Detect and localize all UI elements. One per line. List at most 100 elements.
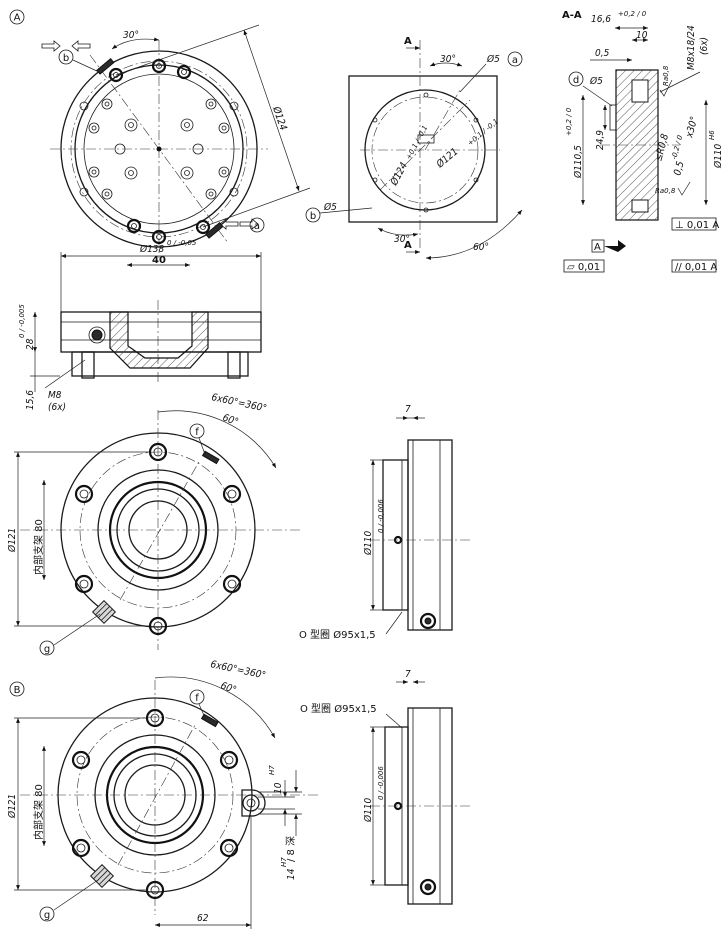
svg-text:f: f: [195, 427, 199, 438]
dim-d124: Ø124: [270, 104, 290, 132]
arrow-right-icon: [41, 40, 61, 52]
svg-text:b: b: [63, 53, 69, 64]
view-a-bottom-side: 7 Ø110 0 / -0,006 O 型圈 Ø95x1,5: [299, 404, 470, 641]
view-section-marker: A A 30° Ø5 a Ø124 +0,1 / -0,1 Ø121 +0,1 …: [305, 36, 523, 260]
section-marker-top: A: [404, 36, 412, 47]
svg-text:60°: 60°: [219, 680, 238, 696]
dim-d16-6: 16,6: [591, 14, 611, 25]
dim-w7-b: 7: [405, 669, 411, 680]
dim-w7-a: 7: [405, 404, 411, 415]
oring-label-a: O 型圈 Ø95x1,5: [299, 628, 376, 641]
callout-f: [189, 423, 205, 439]
dim-d138: Ø138: [139, 243, 165, 255]
svg-text:0 / -0,006: 0 / -0,006: [377, 499, 385, 533]
dim-depth: / 8 深: [285, 836, 297, 862]
svg-text:H7: H7: [280, 857, 288, 867]
svg-text:0 / -0,05: 0 / -0,05: [167, 239, 197, 247]
svg-text:60°: 60°: [221, 412, 240, 428]
dim-angle-60: 60°: [473, 242, 489, 253]
svg-text:▱ 0,01: ▱ 0,01: [567, 262, 600, 273]
dim-w40: 40: [152, 255, 166, 266]
dim-d110-a: Ø110: [362, 530, 374, 556]
variant-a-badge: [9, 9, 25, 25]
view-a-bottom: 6x60°=360° 60° f Ø121 内部支架 80 g: [6, 392, 300, 656]
section-marker-bottom: A: [404, 240, 412, 251]
svg-text:-0,2 / 0: -0,2 / 0: [670, 134, 684, 161]
section-title: A-A: [562, 10, 582, 21]
svg-text:b: b: [310, 211, 316, 222]
view-b-side: 7 Ø110 0 / -0,006 O 型圈 Ø95x1,5: [300, 669, 470, 905]
view-a-top: A: [9, 9, 311, 258]
dim-h28: 28: [25, 338, 36, 350]
svg-text:a: a: [512, 55, 518, 66]
callout-g-b: [39, 906, 55, 922]
dim-d124-tol: Ø124: [388, 160, 411, 188]
inner-holes: [88, 98, 230, 200]
oring-label-b: O 型圈 Ø95x1,5: [300, 702, 377, 715]
dim-support-a: 内部支架 80: [32, 519, 45, 575]
callout-d: [568, 71, 584, 87]
tol-flatness: [563, 259, 605, 273]
dim-h10: 10: [273, 782, 284, 794]
callout-f-b: [189, 689, 205, 705]
dim-d110-b: Ø110: [362, 797, 374, 823]
svg-text:g: g: [44, 910, 50, 921]
svg-text:+0,2 / 0: +0,2 / 0: [618, 10, 647, 18]
callout-a-section: [507, 51, 523, 67]
svg-text:+0,2 / 0: +0,2 / 0: [565, 107, 573, 136]
view-a-side: Ø138 0 / -0,05 40 28 0 / -0,005 15,6 M8 …: [18, 239, 262, 413]
dim-chamfer: 0,5: [672, 160, 686, 177]
dim-d110-h6: Ø110: [712, 143, 724, 169]
tol-perpendicularity: [671, 217, 717, 231]
dim-pattern-a: 6x60°=360°: [210, 392, 267, 414]
section-hatch: [109, 311, 209, 369]
variant-a-label: A: [14, 13, 21, 24]
view-b-front: B 6x60°=360° 60°: [6, 659, 320, 929]
dim-d0-5: 0,5: [595, 48, 610, 59]
svg-text:H7: H7: [268, 765, 276, 775]
svg-text:0 / -0,006: 0 / -0,006: [377, 766, 385, 800]
dim-support-b: 内部支架 80: [32, 784, 45, 840]
svg-text:a: a: [254, 221, 260, 232]
dim-d14: 14: [286, 868, 297, 880]
roughness-top: Ra0,8: [662, 65, 670, 86]
dim-d5-bottom: Ø5: [323, 201, 337, 213]
svg-text:0 / -0,005: 0 / -0,005: [18, 304, 26, 338]
callout-b: [58, 49, 74, 65]
arrow-left-icon: [71, 40, 91, 52]
dim-d5-top: Ø5: [486, 53, 500, 65]
svg-text:30°: 30°: [394, 234, 410, 245]
dim-h15-6: 15,6: [25, 390, 36, 410]
tol-parallelism: [671, 259, 717, 273]
dim-d5-section: Ø5: [589, 75, 603, 87]
dim-d121-a: Ø121: [6, 528, 18, 553]
dim-d24-9: 24,9: [595, 130, 606, 150]
dim-angle-30-a: 30°: [123, 30, 139, 41]
dim-m8: M8: [48, 390, 62, 401]
dim-m8x18: M8x18/24: [686, 25, 697, 70]
dim-d110-5: Ø110,5: [572, 145, 584, 179]
svg-text:d: d: [573, 75, 579, 86]
section-a-a: A-A 16,6 +0,2 / 0 10 0,5 M8x18/24 (6x) R…: [562, 10, 724, 273]
svg-text:+0,1 / -0,1: +0,1 / -0,1: [405, 124, 430, 161]
svg-text:(6x): (6x): [48, 402, 66, 413]
svg-text:(6x): (6x): [699, 37, 710, 55]
callout-g: [39, 640, 55, 656]
svg-text:H6: H6: [708, 130, 716, 140]
variant-b-label: B: [14, 685, 21, 696]
variant-b-badge: [9, 681, 25, 697]
dim-d10: 10: [636, 30, 648, 41]
svg-text:+0,1 / -0,1: +0,1 / -0,1: [466, 117, 500, 147]
svg-text:30°: 30°: [440, 54, 456, 65]
callout-a: [249, 217, 265, 233]
dim-w62: 62: [197, 913, 209, 924]
dim-d121-b: Ø121: [6, 794, 18, 819]
svg-text:f: f: [195, 693, 199, 704]
arrow-right-icon: [239, 218, 259, 230]
svg-text:// 0,01 A: // 0,01 A: [675, 262, 717, 273]
dim-d121-tol: Ø121: [433, 146, 460, 171]
svg-text:g: g: [44, 644, 50, 655]
roughness-bottom: Ra0,8: [655, 187, 676, 195]
callout-b-section: [305, 207, 321, 223]
